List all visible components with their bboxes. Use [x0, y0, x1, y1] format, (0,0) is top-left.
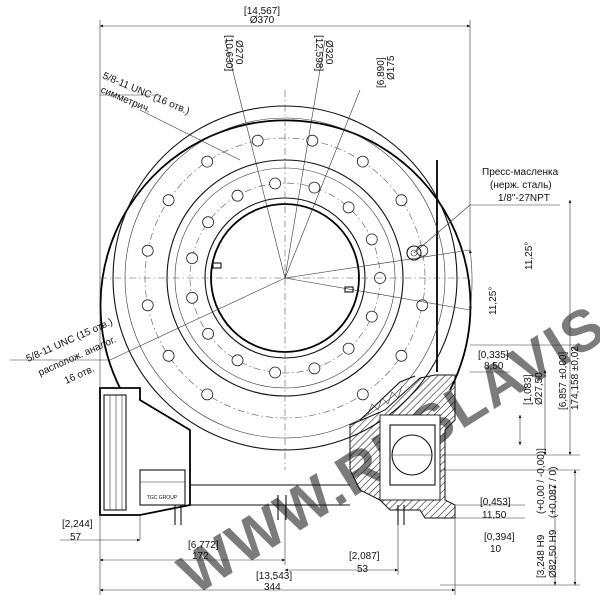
outer-bolt-hole-7 [162, 349, 175, 362]
dim-pcd-outer-in: [10,630] [223, 35, 234, 71]
outer-bolt-hole-14 [356, 155, 369, 168]
inner-bolt-hole-12 [269, 177, 282, 190]
outer-bolt-hole-1 [416, 299, 429, 312]
dim-left-in: [2,244] [62, 519, 93, 530]
outer-bolt-hole-15 [395, 194, 408, 207]
dim-pcd-inner-in: [6,890] [376, 57, 387, 88]
note-thread-left-3: 16 отв. [63, 364, 97, 387]
dim-total-in: [13,543] [256, 571, 292, 582]
inner-bolt-hole-9 [186, 252, 199, 265]
dim-step-mm: 10 [490, 544, 502, 555]
dim-left-mm: 57 [70, 532, 82, 543]
worm-gear-housing: TGC GROUP [99, 374, 456, 525]
outer-bolt-hole-16 [416, 244, 429, 257]
dim-pcd-mid-in: [12,598] [313, 35, 324, 71]
outer-bolt-hole-9 [141, 244, 154, 257]
outer-bolt-hole-2 [395, 349, 408, 362]
dim-bore-in: [1,083] [523, 374, 534, 405]
inner-bolt-hole-7 [202, 327, 215, 340]
dim-angle-b: 11,25° [488, 287, 499, 315]
dim-pcd-inner-mm: Ø175 [386, 55, 397, 80]
nameplate-brand: TGC GROUP [147, 495, 178, 501]
outer-bolt-hole-12 [251, 134, 264, 147]
dim-bore-mm: Ø27,50 [534, 372, 545, 405]
dim-shaft-mm-tol: (+0,087 / 0) [548, 467, 559, 518]
dim-offset-mm: 8,50 [484, 361, 504, 372]
dim-overall-width-in: [14,567] [244, 6, 280, 17]
outer-bolt-hole-6 [201, 388, 214, 401]
inner-bolt-holes [186, 177, 386, 379]
dim-mid-mm: 172 [192, 551, 209, 562]
dim-shoulder-in: [0,453] [480, 497, 511, 508]
inner-bolt-hole-6 [231, 354, 244, 367]
note-grease-3: 1/8"-27NPT [498, 193, 550, 204]
inner-bolt-hole-8 [186, 291, 199, 304]
dim-height-mm: 174,158 ±0,02 [570, 346, 581, 410]
inner-bolt-hole-15 [365, 233, 378, 246]
note-grease-2: (нерж. сталь) [490, 180, 552, 191]
outer-bolt-hole-3 [356, 388, 369, 401]
outer-ring-outline [99, 119, 472, 391]
dim-height-in: [6,857 ±0,00] [558, 351, 569, 410]
dimension-labels: [14,567] Ø370 [10,630] Ø270 [12,598] Ø32… [62, 6, 581, 593]
dim-pcd-mid-mm: Ø320 [323, 40, 334, 65]
dim-mid-in: [6,772] [188, 540, 219, 551]
inner-bolt-hole-2 [365, 310, 378, 323]
inner-bolt-hole-11 [231, 189, 244, 202]
outer-bolt-hole-11 [201, 155, 214, 168]
inner-bolt-hole-4 [308, 362, 321, 375]
inner-bolt-hole-5 [269, 366, 282, 379]
outer-bolt-hole-13 [306, 134, 319, 147]
slewing-ring-front-view [99, 39, 472, 470]
note-grease-1: Пресс-масленка [482, 167, 559, 178]
dim-angle-a: 11,25° [524, 242, 535, 270]
grease-nipple-icon [406, 245, 422, 261]
outer-bolt-hole-10 [162, 194, 175, 207]
dim-overall-width-mm: Ø370 [250, 15, 275, 26]
dim-shaft-in-tol: (+0,00 / -0,00)] [536, 448, 547, 514]
outer-bolt-holes [141, 134, 429, 401]
dim-hub-mm: 53 [357, 564, 369, 575]
dim-offset-in: [0,335] [478, 350, 509, 361]
nameplate [139, 469, 186, 506]
inner-bolt-hole-14 [342, 201, 355, 214]
inner-bolt-hole-10 [202, 216, 215, 229]
dim-shoulder-mm: 11,50 [482, 510, 507, 521]
dimension-lines [10, 20, 580, 595]
inner-bolt-hole-13 [308, 181, 321, 194]
dim-shaft-mm: Ø82,50 H9 [548, 529, 559, 578]
dim-step-in: [0,394] [484, 532, 515, 543]
dim-total-mm: 344 [264, 582, 281, 593]
dim-pcd-outer-mm: Ø270 [233, 40, 244, 65]
dim-hub-in: [2,087] [349, 551, 380, 562]
outer-bolt-hole-8 [141, 299, 154, 312]
inner-bolt-hole-3 [342, 342, 355, 355]
dim-shaft-in: [3,248 H9 [536, 534, 547, 578]
